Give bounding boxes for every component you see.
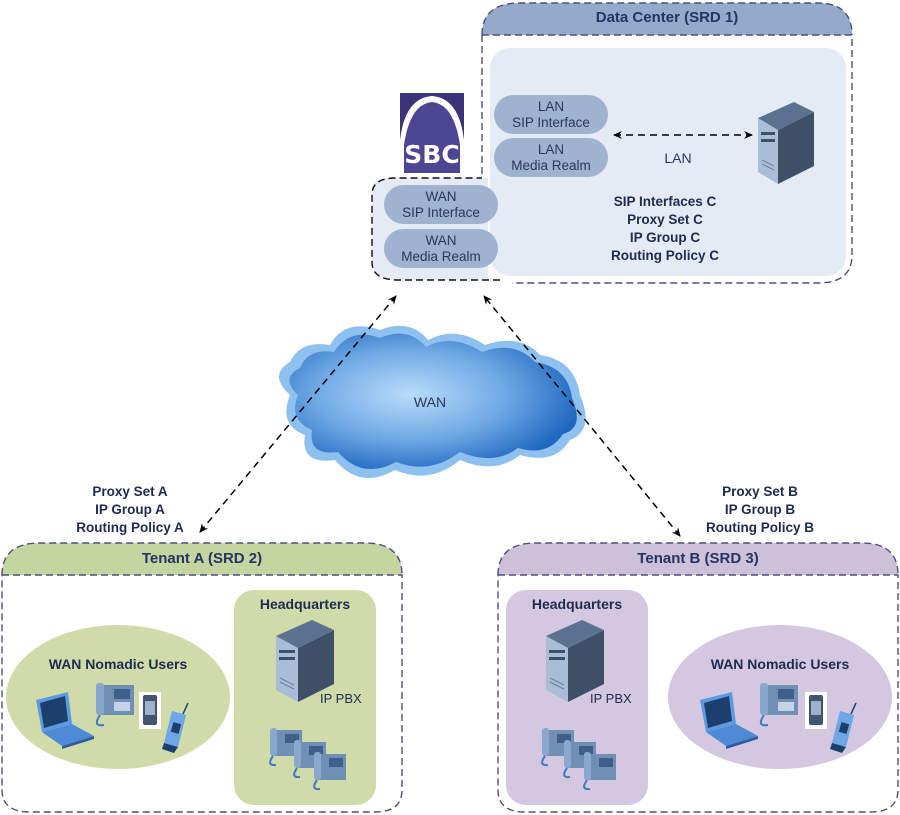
sip-interfaces-c-label: SIP Interfaces C — [613, 194, 717, 209]
data-center-border — [482, 34, 853, 284]
ip-group-b-label: IP Group B — [724, 502, 796, 517]
wan-sip-interface-pill: WAN SIP Interface — [384, 185, 498, 224]
ip-group-c-label: IP Group C — [629, 230, 701, 245]
wan-media-realm-line1: WAN — [425, 232, 457, 248]
tenant-b-mobile-phone-icon — [830, 702, 857, 753]
wan-media-realm-pill: WAN Media Realm — [384, 229, 498, 268]
tenant-a-laptop-icon — [36, 692, 94, 749]
tenant-b-pbx-label: IP PBX — [590, 691, 632, 706]
tenant-b-desk-phone-icon — [759, 683, 798, 727]
tenant-a-smartphone-icon — [139, 692, 161, 729]
routing-policy-a-label: Routing Policy A — [76, 520, 184, 535]
tenant-a-pbx-server-icon — [276, 620, 334, 702]
data-center-config-labels: SIP Interfaces C Proxy Set C IP Group C … — [575, 193, 755, 265]
wan-sip-interface-line1: WAN — [425, 188, 457, 204]
ip-group-a-label: IP Group A — [95, 502, 165, 517]
tenant-b-title: Tenant B (SRD 3) — [637, 550, 759, 567]
lan-sip-interface-line1: LAN — [537, 98, 565, 114]
proxy-set-b-label: Proxy Set B — [722, 484, 798, 499]
tenant-b-nomadic-title: WAN Nomadic Users — [710, 656, 850, 672]
tenant-a-wan-arrow — [199, 295, 397, 533]
tenant-b-config-labels: Proxy Set B IP Group B Routing Policy B — [680, 483, 840, 537]
proxy-set-a-label: Proxy Set A — [92, 484, 168, 499]
lan-media-realm-line1: LAN — [537, 141, 565, 157]
tenant-b-smartphone-icon — [805, 692, 827, 729]
proxy-set-c-label: Proxy Set C — [627, 212, 703, 227]
tenant-b-laptop-icon — [700, 692, 758, 749]
tenant-a-hq-title: Headquarters — [259, 596, 351, 612]
lan-sip-interface-line2: SIP Interface — [512, 114, 590, 130]
sbc-logo — [400, 93, 464, 173]
tenant-a-mobile-phone-icon — [162, 702, 189, 753]
tenant-b-hq-phones-icon — [541, 728, 616, 791]
wan-cloud-label: WAN — [413, 394, 447, 410]
data-center-title: Data Center (SRD 1) — [595, 9, 739, 26]
routing-policy-b-label: Routing Policy B — [706, 520, 814, 535]
tenant-b-wan-arrow — [483, 295, 681, 537]
lan-sip-interface-pill: LAN SIP Interface — [494, 95, 608, 134]
data-center-server-icon — [758, 102, 814, 184]
tenant-a-config-labels: Proxy Set A IP Group A Routing Policy A — [50, 483, 210, 537]
sbc-logo-text: SBC — [404, 140, 460, 169]
routing-policy-c-label: Routing Policy C — [611, 248, 719, 263]
tenant-b-hq-title: Headquarters — [531, 596, 623, 612]
lan-media-realm-line2: Media Realm — [511, 157, 591, 173]
tenant-a-pbx-label: IP PBX — [320, 691, 362, 706]
lan-media-realm-pill: LAN Media Realm — [494, 138, 608, 177]
tenant-a-desk-phone-icon — [95, 683, 134, 727]
data-center-header-bg — [482, 3, 852, 35]
tenant-b-pbx-server-icon — [546, 620, 604, 702]
lan-link-label: LAN — [664, 150, 692, 166]
tenant-a-title: Tenant A (SRD 2) — [141, 550, 263, 567]
wan-media-realm-line2: Media Realm — [401, 248, 481, 264]
tenant-a-hq-phones-icon — [269, 728, 346, 791]
tenant-a-nomadic-title: WAN Nomadic Users — [48, 656, 188, 672]
wan-sip-interface-line2: SIP Interface — [402, 204, 480, 220]
